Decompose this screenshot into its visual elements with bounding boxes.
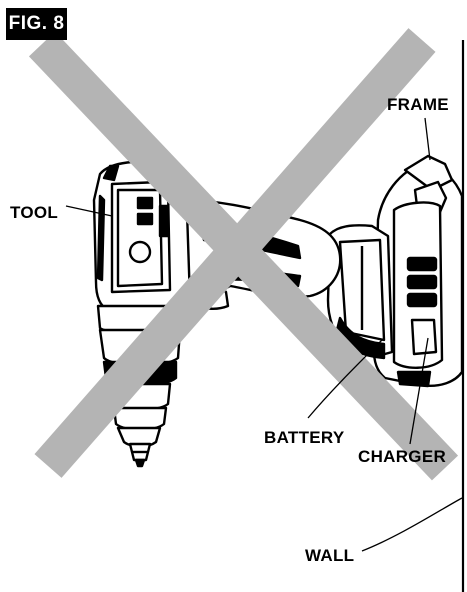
- figure-number-badge: FIG. 8: [6, 8, 67, 40]
- battery-label: BATTERY: [264, 428, 345, 447]
- battery-pack: [326, 224, 394, 360]
- prohibition-cross-mark: [28, 28, 459, 481]
- charger-leader: [409, 337, 429, 445]
- wall-leader: [361, 497, 463, 552]
- frame-label: FRAME: [387, 95, 449, 114]
- tool-label: TOOL: [10, 203, 59, 222]
- cross-stroke-2: [34, 28, 436, 478]
- battery-leader: [307, 339, 383, 419]
- wall-label: WALL: [305, 546, 355, 565]
- leader-lines: [65, 117, 463, 552]
- frame-leader: [424, 117, 431, 161]
- tool-leader: [65, 205, 113, 217]
- charger-label: CHARGER: [358, 447, 447, 466]
